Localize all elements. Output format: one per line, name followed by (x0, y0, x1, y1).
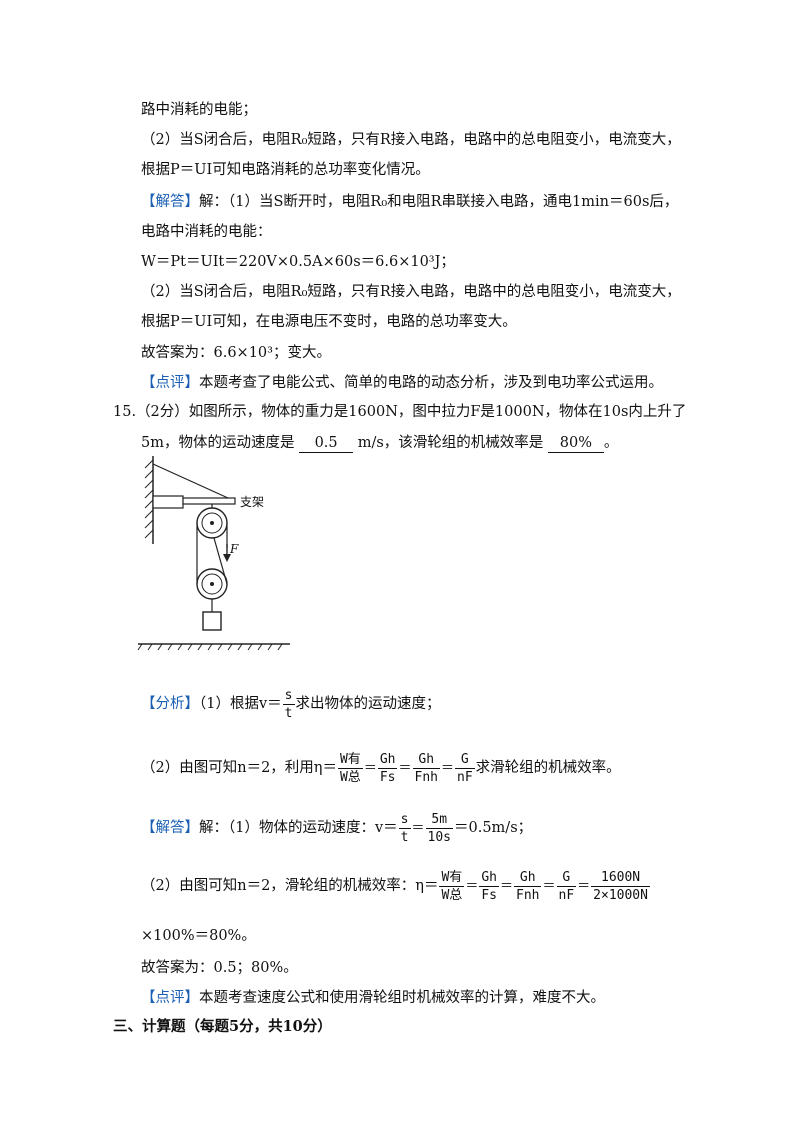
comment-tag: 【点评】 (141, 990, 199, 1006)
section-heading: 三、计算题（每题5分，共10分） (113, 1018, 332, 1035)
text-line: 电路中消耗的电能： (141, 224, 272, 240)
ground-hatch (137, 643, 283, 651)
stem-text: 5m，物体的运动速度是 (141, 435, 295, 451)
solution-line: 【解答】解：（1）当S断开时，电阻R₀和电阻R串联接入电路，通电1min＝60s… (141, 192, 678, 212)
text-line: 路中消耗的电能； (141, 102, 257, 118)
answer-blank-speed: 0.5 (299, 434, 354, 453)
force-arrow (223, 554, 231, 562)
pulley-figure: 支架 F (137, 456, 290, 651)
question-stem-text: （2分）如图所示，物体的重力是1600N，图中拉力F是1000N，物体在10s内… (136, 404, 687, 420)
analysis-text: （2）由图可知n＝2，利用η＝ (141, 760, 337, 776)
bracket-arm (182, 497, 236, 505)
answer-blank-efficiency: 80% (547, 434, 604, 453)
question-15-stem: 15.（2分）如图所示，物体的重力是1600N，图中拉力F是1000N，物体在1… (113, 402, 686, 422)
answer-text: 解：（1）物体的运动速度：v＝ (199, 820, 398, 836)
load-block (202, 611, 222, 631)
analysis-text: 求出物体的运动速度； (295, 696, 441, 712)
analysis-text: （1）根据v＝ (199, 696, 282, 712)
bracket-block (152, 495, 184, 509)
solution-text: 解：（1）当S断开时，电阻R₀和电阻R串联接入电路，通电1min＝60s后， (199, 194, 679, 210)
wall-hatch (144, 459, 154, 539)
answer-tag: 【解答】 (141, 820, 199, 836)
comment-text: 本题考查速度公式和使用滑轮组时机械效率的计算，难度不大。 (199, 990, 605, 1006)
stem-text: 。 (603, 435, 619, 451)
analysis-tag: 【分析】 (141, 696, 199, 712)
bracket-strut (152, 463, 229, 499)
solution-tag: 【解答】 (141, 194, 199, 210)
question-number: 15. (113, 404, 137, 420)
answer-text: ＝0.5m/s； (454, 820, 533, 836)
text-line: 根据P＝UI可知，在电源电压不变时，电路的总功率变大。 (141, 314, 517, 330)
text-line: （2）当S闭合后，电阻R₀短路，只有R接入电路，电路中的总电阻变小，电流变大， (141, 284, 681, 300)
answer-line-3: ×100%＝80%。 (141, 928, 256, 944)
comment-text: 本题考查了电能公式、简单的电路的动态分析，涉及到电功率公式运用。 (199, 375, 663, 391)
question-15-blanks: 5m，物体的运动速度是 0.5 m/s，该滑轮组的机械效率是 80%。 (141, 433, 618, 453)
answer-text: （2）由图可知n＝2，滑轮组的机械效率：η＝ (141, 878, 439, 894)
analysis-text: 求滑轮组的机械效率。 (475, 760, 621, 776)
comment-line: 【点评】本题考查了电能公式、简单的电路的动态分析，涉及到电功率公式运用。 (141, 373, 663, 393)
text-line: 根据P＝UI可知电路消耗的总功率变化情况。 (141, 162, 430, 178)
rope (213, 537, 228, 585)
bracket-label: 支架 (240, 495, 264, 509)
stem-text: m/s，该滑轮组的机械效率是 (357, 435, 544, 451)
comment-tag: 【点评】 (141, 375, 199, 391)
comment-line: 【点评】本题考查速度公式和使用滑轮组时机械效率的计算，难度不大。 (141, 988, 605, 1008)
answer-final: 故答案为：0.5；80%。 (141, 960, 298, 976)
text-line: （2）当S闭合后，电阻R₀短路，只有R接入电路，电路中的总电阻变小，电流变大， (141, 132, 681, 148)
text-line: W＝Pt＝UIt＝220V×0.5A×60s＝6.6×10³J； (141, 254, 455, 270)
text-line: 故答案为：6.6×10³；变大。 (141, 345, 331, 361)
force-label: F (229, 542, 239, 556)
